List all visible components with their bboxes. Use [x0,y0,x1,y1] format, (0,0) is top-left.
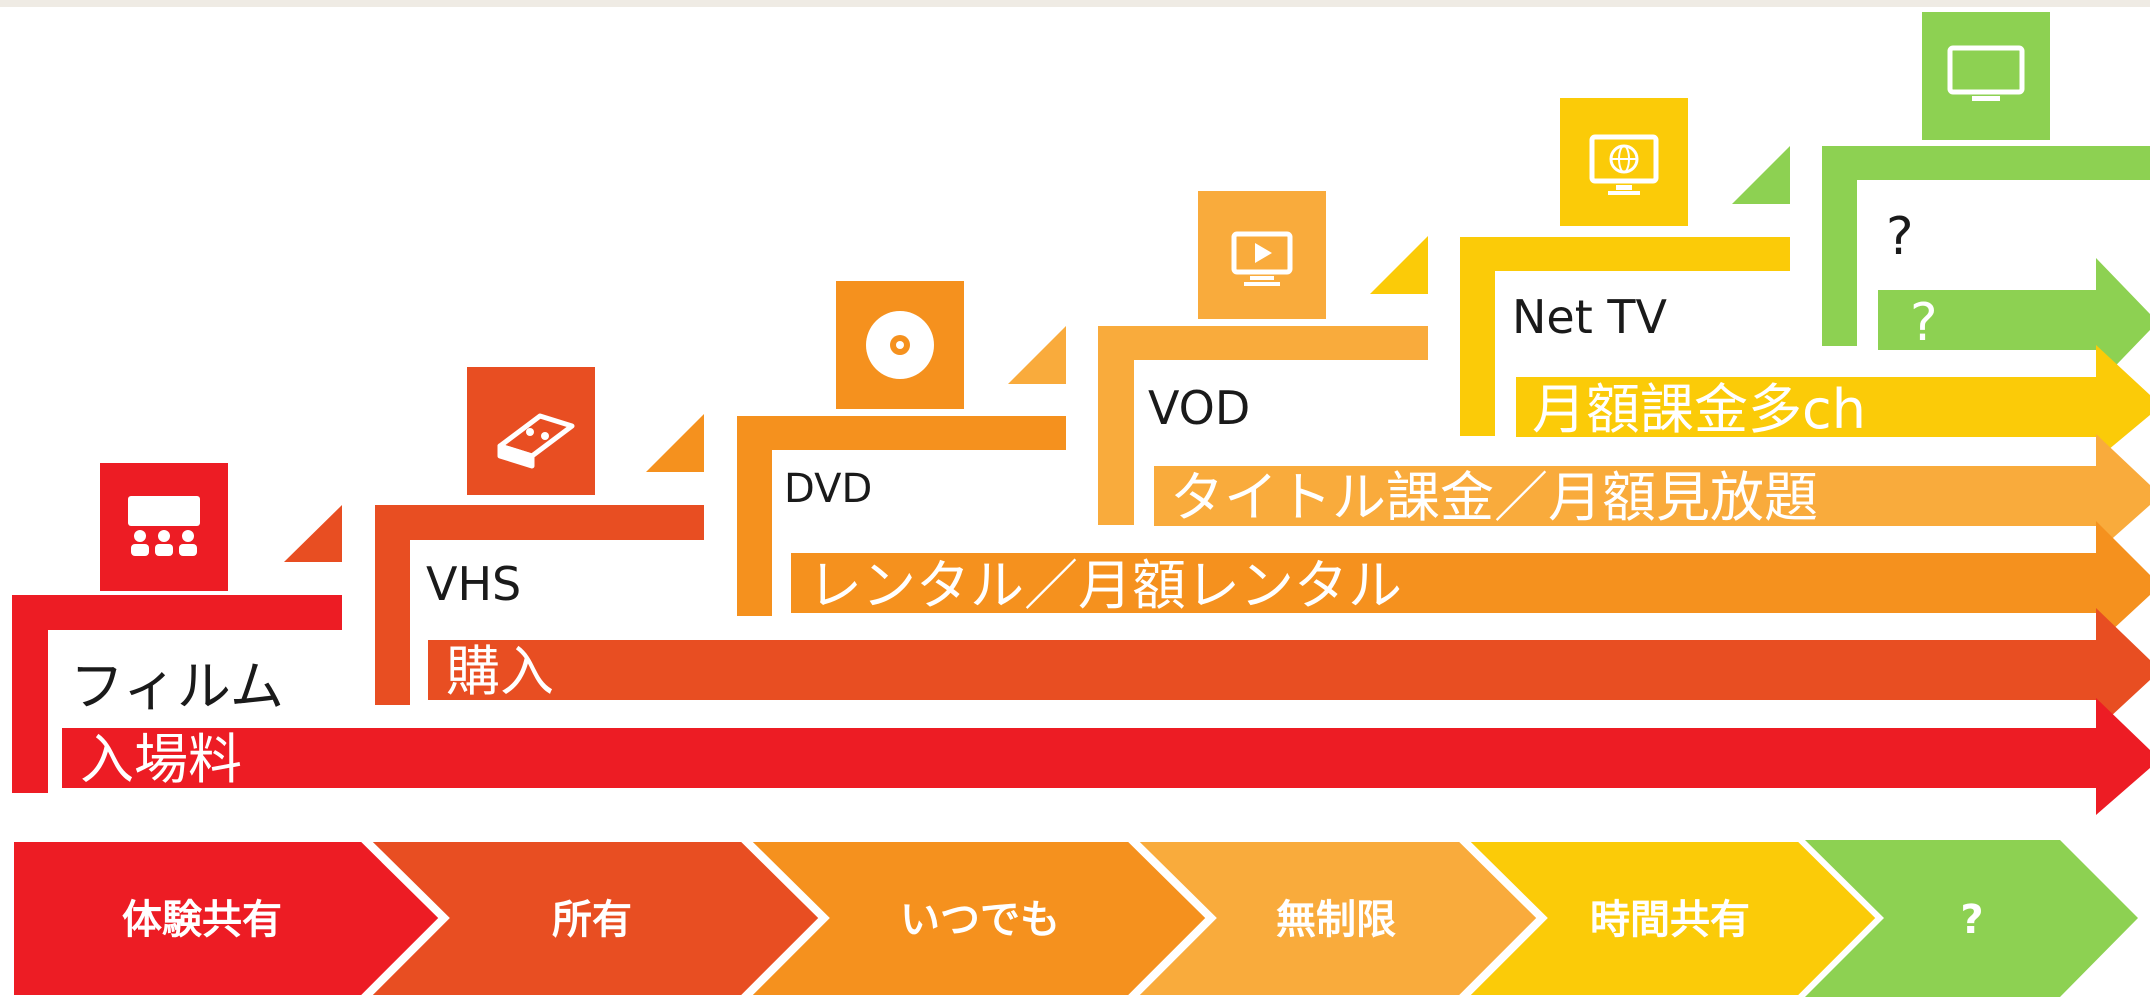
arrow-pricing-5 [1516,345,2150,460]
step-corner-1 [284,505,342,562]
chevron-4 [1130,838,1542,997]
globe-monitor-icon [1589,134,1659,195]
pricing-label-4: タイトル課金／月額見放題 [1170,466,1818,529]
arrow-pricing-2 [428,608,2150,730]
media-label-6: ? [1886,207,1914,267]
value-label-4: 無制限 [1276,897,1396,943]
media-label-4: VOD [1148,381,1250,435]
arrow-pricing-1 [62,698,2150,815]
chevron-2 [363,838,824,997]
pricing-label-1: 入場料 [80,728,242,791]
media-label-1: フィルム [70,655,284,718]
value-label-5: 時間共有 [1590,897,1750,943]
step-bracket-5 [1460,237,1790,436]
icon-box-5 [1560,98,1688,226]
pricing-label-2: 購入 [446,640,554,703]
chevron-5 [1461,838,1881,997]
icon-box-6 [1922,12,2050,140]
value-label-2: 所有 [552,897,632,943]
icon-box-1 [100,463,228,591]
arrow-pricing-6 [1878,258,2150,386]
monitor-icon [1947,45,2025,101]
step-bracket-2 [375,505,704,705]
step-corner-4 [1370,236,1428,294]
media-label-3: DVD [784,466,872,512]
step-bracket-6 [1822,146,2150,346]
chevron-1 [10,838,444,997]
top-strip [0,0,2150,7]
step-corner-5 [1732,146,1790,204]
value-label-3: いつでも [900,897,1060,943]
step-bracket-3 [737,416,1066,616]
value-label-6: ? [1960,897,1983,943]
step-corner-3 [1008,326,1066,384]
play-screen-icon [1231,231,1293,286]
step-corner-2 [646,414,704,472]
theater-audience-icon [128,496,200,556]
value-label-1: 体験共有 [122,897,282,943]
value-chevrons: 体験共有 所有 いつでも 無制限 時間共有 ? [10,838,2138,997]
pricing-label-6: ? [1910,293,1938,353]
vhs-tape-icon [497,413,575,469]
media-label-2: VHS [426,557,521,611]
step-bracket-1 [12,595,342,793]
chevron-3 [743,838,1211,997]
chevron-6 [1805,840,2138,997]
media-label-5: Net TV [1512,290,1667,344]
pricing-label-5: 月額課金多ch [1532,378,1866,441]
arrow-pricing-3 [791,521,2150,645]
pricing-label-3: レンタル／月額レンタル [808,554,1402,617]
arrow-pricing-4 [1154,434,2150,553]
disc-icon [866,311,934,379]
step-bracket-4 [1098,326,1428,525]
